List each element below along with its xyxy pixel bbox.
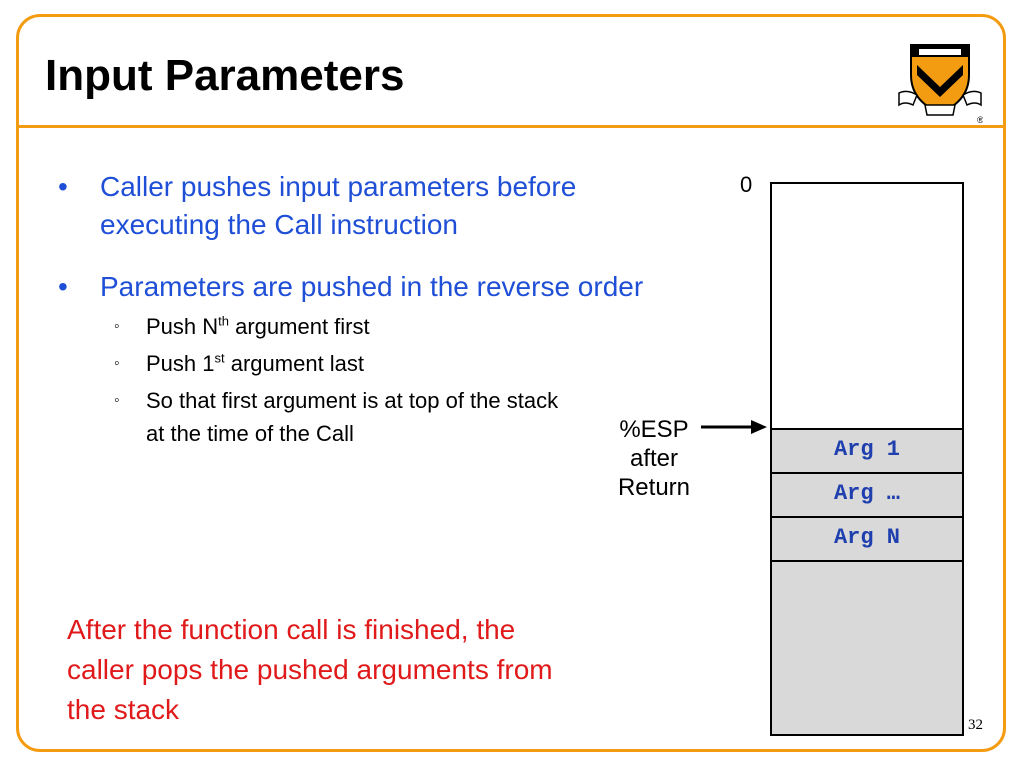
ring-bullet-icon: ◦ xyxy=(114,392,120,409)
sub-bullet-text: argument first xyxy=(229,314,370,339)
sub-bullet-item: ◦ So that first argument is at top of th… xyxy=(100,384,566,450)
sub-bullet-item: ◦ Push Nth argument first xyxy=(100,310,658,343)
bullet-text: Caller pushes input parameters before ex… xyxy=(100,171,577,240)
sub-bullet-text: So that first argument is at top of the … xyxy=(146,388,559,446)
bullet-item: • Caller pushes input parameters before … xyxy=(58,168,658,244)
stack-diagram: Arg 1 Arg … Arg N xyxy=(770,182,964,736)
red-note: After the function call is finished, the… xyxy=(67,614,553,725)
esp-label-line: after xyxy=(629,445,679,472)
page-number: 32 xyxy=(968,717,983,733)
bullet-text: Parameters are pushed in the reverse ord… xyxy=(100,271,644,302)
title-divider xyxy=(16,125,1006,128)
registered-mark: ® xyxy=(977,115,983,125)
superscript: th xyxy=(218,313,229,329)
esp-label-line: Return xyxy=(617,474,691,501)
stack-top-label: 0 xyxy=(740,172,753,197)
bullet-list: • Caller pushes input parameters before … xyxy=(58,168,658,474)
slide-frame xyxy=(16,14,1006,752)
bullet-item: • Parameters are pushed in the reverse o… xyxy=(58,268,658,450)
right-arrow-icon xyxy=(701,420,767,434)
esp-pointer-label: %ESP after Return xyxy=(602,415,706,502)
sub-bullet-text: argument last xyxy=(224,351,365,376)
esp-label-line: %ESP xyxy=(619,416,689,443)
stack-used-region xyxy=(772,428,962,734)
superscript: st xyxy=(214,350,225,366)
bullet-dot-icon: • xyxy=(58,171,68,202)
ring-bullet-icon: ◦ xyxy=(114,318,120,335)
bullet-dot-icon: • xyxy=(58,271,68,302)
sub-bullet-item: ◦ Push 1st argument last xyxy=(100,347,658,380)
princeton-shield-logo: ® xyxy=(898,44,983,125)
sub-bullet-text: Push 1 xyxy=(146,351,215,376)
stack-cell-arg-mid: Arg … xyxy=(772,472,962,516)
slide-title: Input Parameters xyxy=(45,51,405,100)
ring-bullet-icon: ◦ xyxy=(114,355,120,372)
sub-bullet-text: Push N xyxy=(146,314,219,339)
stack-cell-arg-1: Arg 1 xyxy=(772,428,962,472)
stack-cell-arg-n: Arg N xyxy=(772,516,962,562)
sub-bullet-list: ◦ Push Nth argument first ◦ Push 1st arg… xyxy=(100,310,658,450)
